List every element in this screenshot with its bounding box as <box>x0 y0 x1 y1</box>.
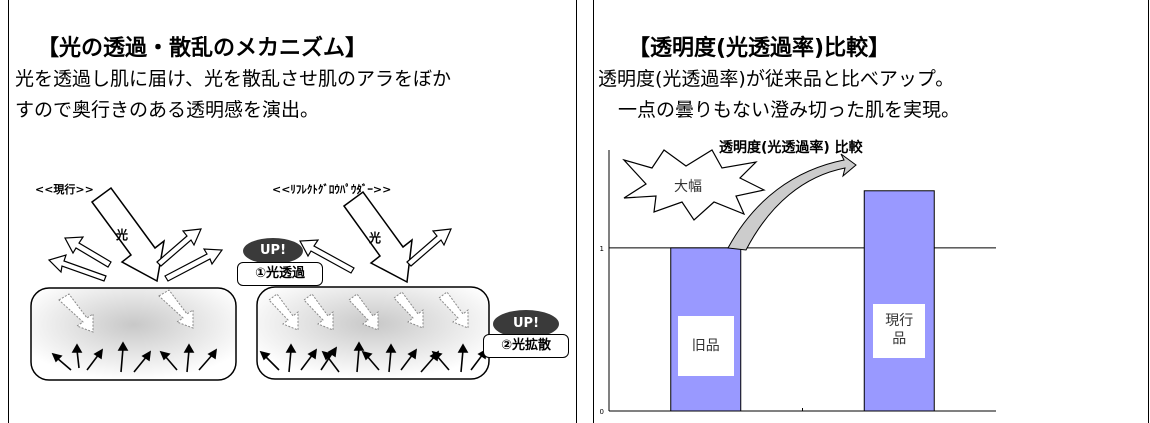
y-tick-label: 1 <box>600 245 604 253</box>
up-badge-1: UP! <box>243 238 303 264</box>
diffuse-arrows-new <box>259 341 487 373</box>
up-badge-2: UP! <box>493 310 559 338</box>
mechanism-diagram <box>30 186 490 381</box>
comparison-panel: 【透明度(光透過率)比較】 透明度(光透過率)が従来品と比べアップ。 一点の曇り… <box>593 0 1149 423</box>
callout-light-transmission: ①光透過 <box>237 262 323 286</box>
skin-box-new <box>256 286 490 380</box>
chart-title: 透明度(光透過率) 比較 <box>719 140 863 156</box>
comparison-title: 【透明度(光透過率)比較】 <box>628 36 891 61</box>
y-tick-label: 0 <box>600 408 604 416</box>
comparison-desc-line1: 透明度(光透過率)が従来品と比べアップ。 <box>598 68 955 90</box>
mechanism-title: 【光の透過・散乱のメカニズム】 <box>37 36 368 61</box>
label-current: <<現行>> <box>35 183 94 196</box>
diffuse-arrows-current <box>51 341 217 373</box>
reflect-arrows-current <box>47 228 224 282</box>
burst-label: 大幅 <box>674 179 702 195</box>
mechanism-panel: 【光の透過・散乱のメカニズム】 光を透過し肌に届け、光を散乱させ肌のアラをぼか … <box>8 0 577 423</box>
bar <box>863 190 935 412</box>
light-label-current: 光 <box>116 228 129 242</box>
category-label: 現行品 <box>873 304 926 358</box>
light-label-new: 光 <box>369 231 382 245</box>
reflect-arrows-new <box>299 228 452 274</box>
comparison-desc-line2: 一点の曇りもない澄み切った肌を実現。 <box>618 99 961 121</box>
mechanism-desc-line1: 光を透過し肌に届け、光を散乱させ肌のアラをぼか <box>15 68 452 90</box>
transparency-chart: 01 <box>600 149 996 416</box>
scatter-dotted-current <box>58 289 194 333</box>
category-label: 旧品 <box>677 316 734 376</box>
comparison-curved-arrow <box>727 153 857 251</box>
starburst-shape <box>622 149 766 221</box>
callout-light-diffusion: ②光拡散 <box>483 334 569 358</box>
mechanism-desc-line2: すので奥行きのある透明感を演出。 <box>15 99 320 121</box>
scatter-dotted-new <box>268 291 469 331</box>
